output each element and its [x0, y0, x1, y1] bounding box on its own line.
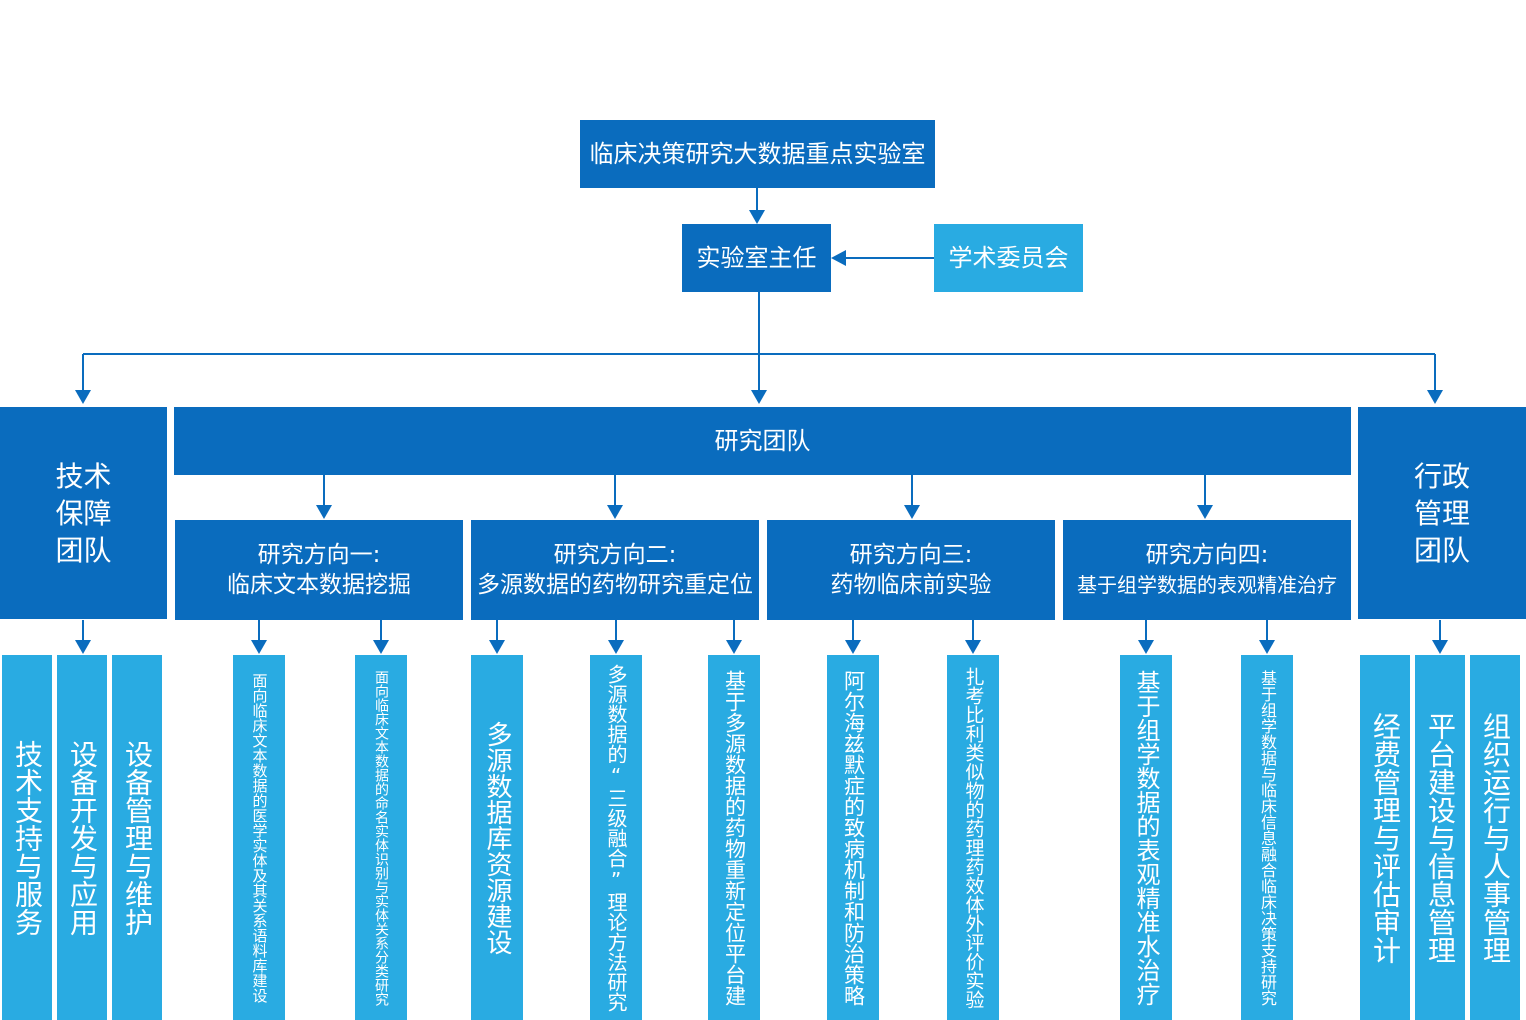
admin-team-item: 经费管理与评估审计: [1360, 655, 1410, 1020]
research-team-label: 研究团队: [714, 427, 811, 455]
tech-team-item: 设备开发与应用: [57, 655, 107, 1020]
research-item: 多源数据库资源建设: [471, 655, 523, 1020]
research-direction-subject: 基于组学数据的表观精准治疗: [1077, 573, 1337, 597]
research-direction-1: 研究方向一: 临床文本数据挖掘: [175, 520, 463, 620]
tech-team-arrow-arrowhead: [75, 640, 91, 654]
tech-team-item-label: 设备开发与应用: [66, 739, 99, 936]
direction-3-leaf-2-arrow-arrowhead: [965, 640, 981, 654]
research-item: 阿尔海兹默症的致病机制和防治策略: [827, 655, 879, 1020]
research-direction-label: 研究方向一:: [257, 542, 381, 568]
research-direction-4: 研究方向四: 基于组学数据的表观精准治疗: [1063, 520, 1351, 620]
research-item: 面向临床文本数据的医学实体及其关系语料库建设: [233, 655, 285, 1020]
research-direction-subject: 多源数据的药物研究重定位: [477, 572, 753, 598]
research-item: 基于组学数据与临床信息融合临床决策支持研究: [1241, 655, 1293, 1020]
tech-team-item-label: 技术支持与服务: [11, 739, 44, 936]
tech-team-box: 技术保障团队: [0, 407, 167, 619]
research-item: 多源数据的“三级融合”理论方法研究: [590, 655, 642, 1020]
research-direction-label: 研究方向四:: [1145, 542, 1269, 568]
direction-3-arrow-arrowhead: [904, 505, 920, 519]
admin-team-item-label: 平台建设与信息管理: [1424, 711, 1457, 964]
lab-box: 临床决策研究大数据重点实验室: [580, 120, 935, 188]
research-item: 扎考比利类似物的药理药效体外评价实验: [947, 655, 999, 1020]
research-item: 基于组学数据的表观精准水治疗: [1120, 655, 1172, 1020]
direction-4-arrow-arrowhead: [1197, 505, 1213, 519]
research-item-label: 基于多源数据的药物重新定位平台建: [722, 669, 747, 1006]
admin-team-title: 行政管理团队: [1413, 459, 1470, 567]
research-direction-label: 研究方向二:: [553, 542, 677, 568]
direction-2-leaf-2-arrow-arrowhead: [608, 640, 624, 654]
committee-box: 学术委员会: [934, 224, 1083, 292]
direction-2-arrow-arrowhead: [607, 505, 623, 519]
admin-team-arrow-arrowhead: [1432, 640, 1448, 654]
direction-1-arrow-arrowhead: [316, 505, 332, 519]
admin-team-box: 行政管理团队: [1358, 407, 1526, 619]
admin-team-item: 组织运行与人事管理: [1470, 655, 1520, 1020]
research-team-box: 研究团队: [174, 407, 1351, 475]
admin-team-item: 平台建设与信息管理: [1415, 655, 1465, 1020]
direction-3-leaf-1-arrow-arrowhead: [845, 640, 861, 654]
research-direction-label: 研究方向三:: [849, 542, 973, 568]
committee-label: 学术委员会: [948, 244, 1069, 272]
tech-team-item: 技术支持与服务: [2, 655, 52, 1020]
direction-4-leaf-1-arrow-arrowhead: [1138, 640, 1154, 654]
research-item-label: 多源数据的“三级融合”理论方法研究: [604, 663, 628, 1012]
research-item-label: 多源数据库资源建设: [482, 720, 512, 955]
admin-team-item-label: 组织运行与人事管理: [1479, 711, 1512, 964]
direction-4-leaf-2-arrow-arrowhead: [1259, 640, 1275, 654]
research-direction-subject: 临床文本数据挖掘: [227, 572, 411, 598]
director-box: 实验室主任: [682, 224, 831, 292]
tech-team-item-label: 设备管理与维护: [121, 739, 154, 936]
research-item: 基于多源数据的药物重新定位平台建: [708, 655, 760, 1020]
research-item-label: 面向临床文本数据的命名实体识别与实体关系分类研究: [373, 669, 389, 1006]
research-direction-subject: 药物临床前实验: [830, 572, 992, 598]
lab-title: 临床决策研究大数据重点实验室: [589, 140, 926, 168]
research-item-label: 阿尔海兹默症的致病机制和防治策略: [841, 669, 866, 1006]
research-direction-3: 研究方向三: 药物临床前实验: [767, 520, 1055, 620]
direction-2-leaf-3-arrow-arrowhead: [726, 640, 742, 654]
research-item-label: 基于组学数据与临床信息融合临床决策支持研究: [1258, 669, 1277, 1006]
research-item-label: 基于组学数据的表观精准水治疗: [1132, 669, 1160, 1006]
research-item-label: 面向临床文本数据的医学实体及其关系语料库建设: [250, 672, 269, 1003]
director-label: 实验室主任: [696, 244, 817, 272]
tech-team-title: 技术保障团队: [55, 459, 112, 567]
direction-2-leaf-1-arrow-arrowhead: [489, 640, 505, 654]
direction-1-leaf-2-arrow-arrowhead: [373, 640, 389, 654]
tech-team-item: 设备管理与维护: [112, 655, 162, 1020]
research-item: 面向临床文本数据的命名实体识别与实体关系分类研究: [355, 655, 407, 1020]
admin-team-item-label: 经费管理与评估审计: [1369, 711, 1402, 964]
direction-1-leaf-1-arrow-arrowhead: [251, 640, 267, 654]
research-direction-2: 研究方向二: 多源数据的药物研究重定位: [471, 520, 759, 620]
research-item-label: 扎考比利类似物的药理药效体外评价实验: [962, 666, 985, 1009]
